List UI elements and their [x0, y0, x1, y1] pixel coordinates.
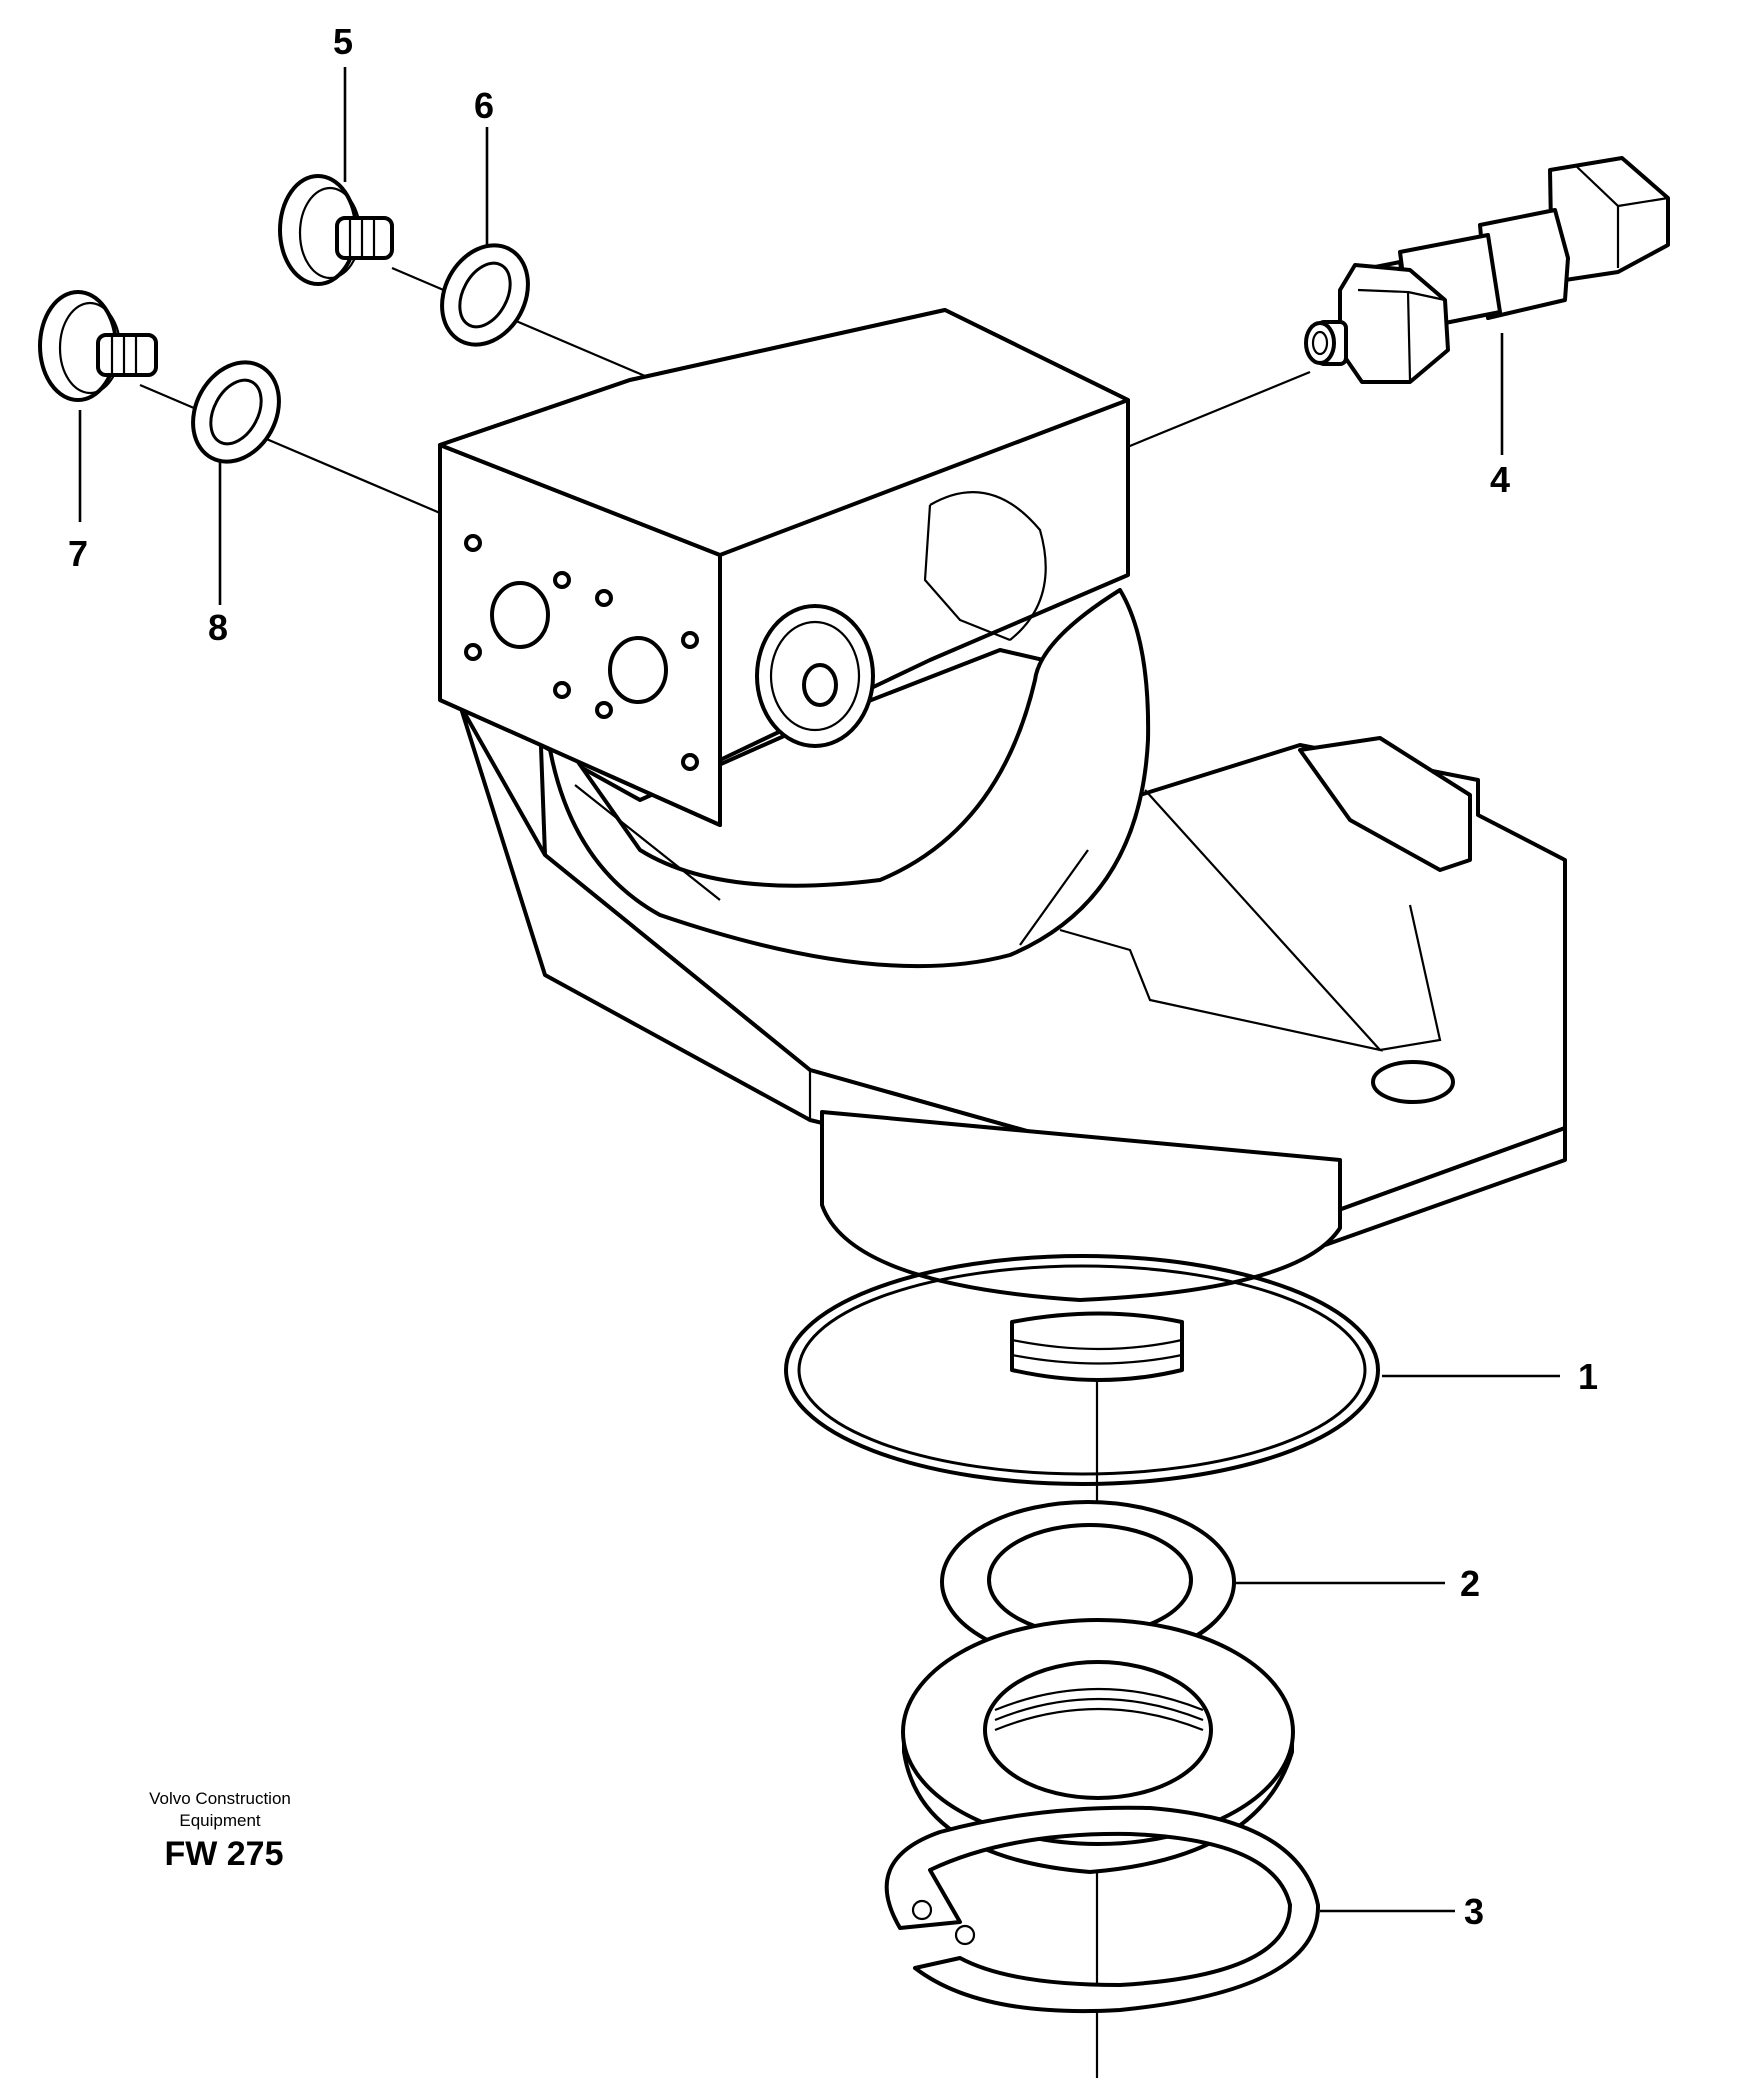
washer-2	[940, 1500, 1236, 1670]
caption-company-line2: Equipment	[179, 1811, 261, 1830]
callout-1: 1	[1578, 1356, 1598, 1397]
callout-5: 5	[333, 21, 353, 62]
motor-housing	[438, 308, 1567, 1382]
circlip-3	[884, 1805, 1321, 2014]
callout-8: 8	[208, 607, 228, 648]
callout-2: 2	[1460, 1563, 1480, 1604]
plug-7	[38, 290, 158, 402]
figure-code: FW 275	[164, 1835, 284, 1873]
caption-company-line1: Volvo Construction	[149, 1789, 291, 1808]
seal-washer-6	[440, 243, 530, 347]
callout-3: 3	[1464, 1891, 1484, 1932]
valve-fitting-4	[1304, 156, 1670, 384]
callout-4: 4	[1490, 459, 1510, 500]
leader-lines	[78, 67, 1560, 2078]
plug-5	[278, 174, 394, 286]
o-ring-1	[784, 1254, 1380, 1486]
callout-7: 7	[68, 533, 88, 574]
callout-6: 6	[474, 85, 494, 126]
seal-washer-8	[191, 360, 281, 464]
